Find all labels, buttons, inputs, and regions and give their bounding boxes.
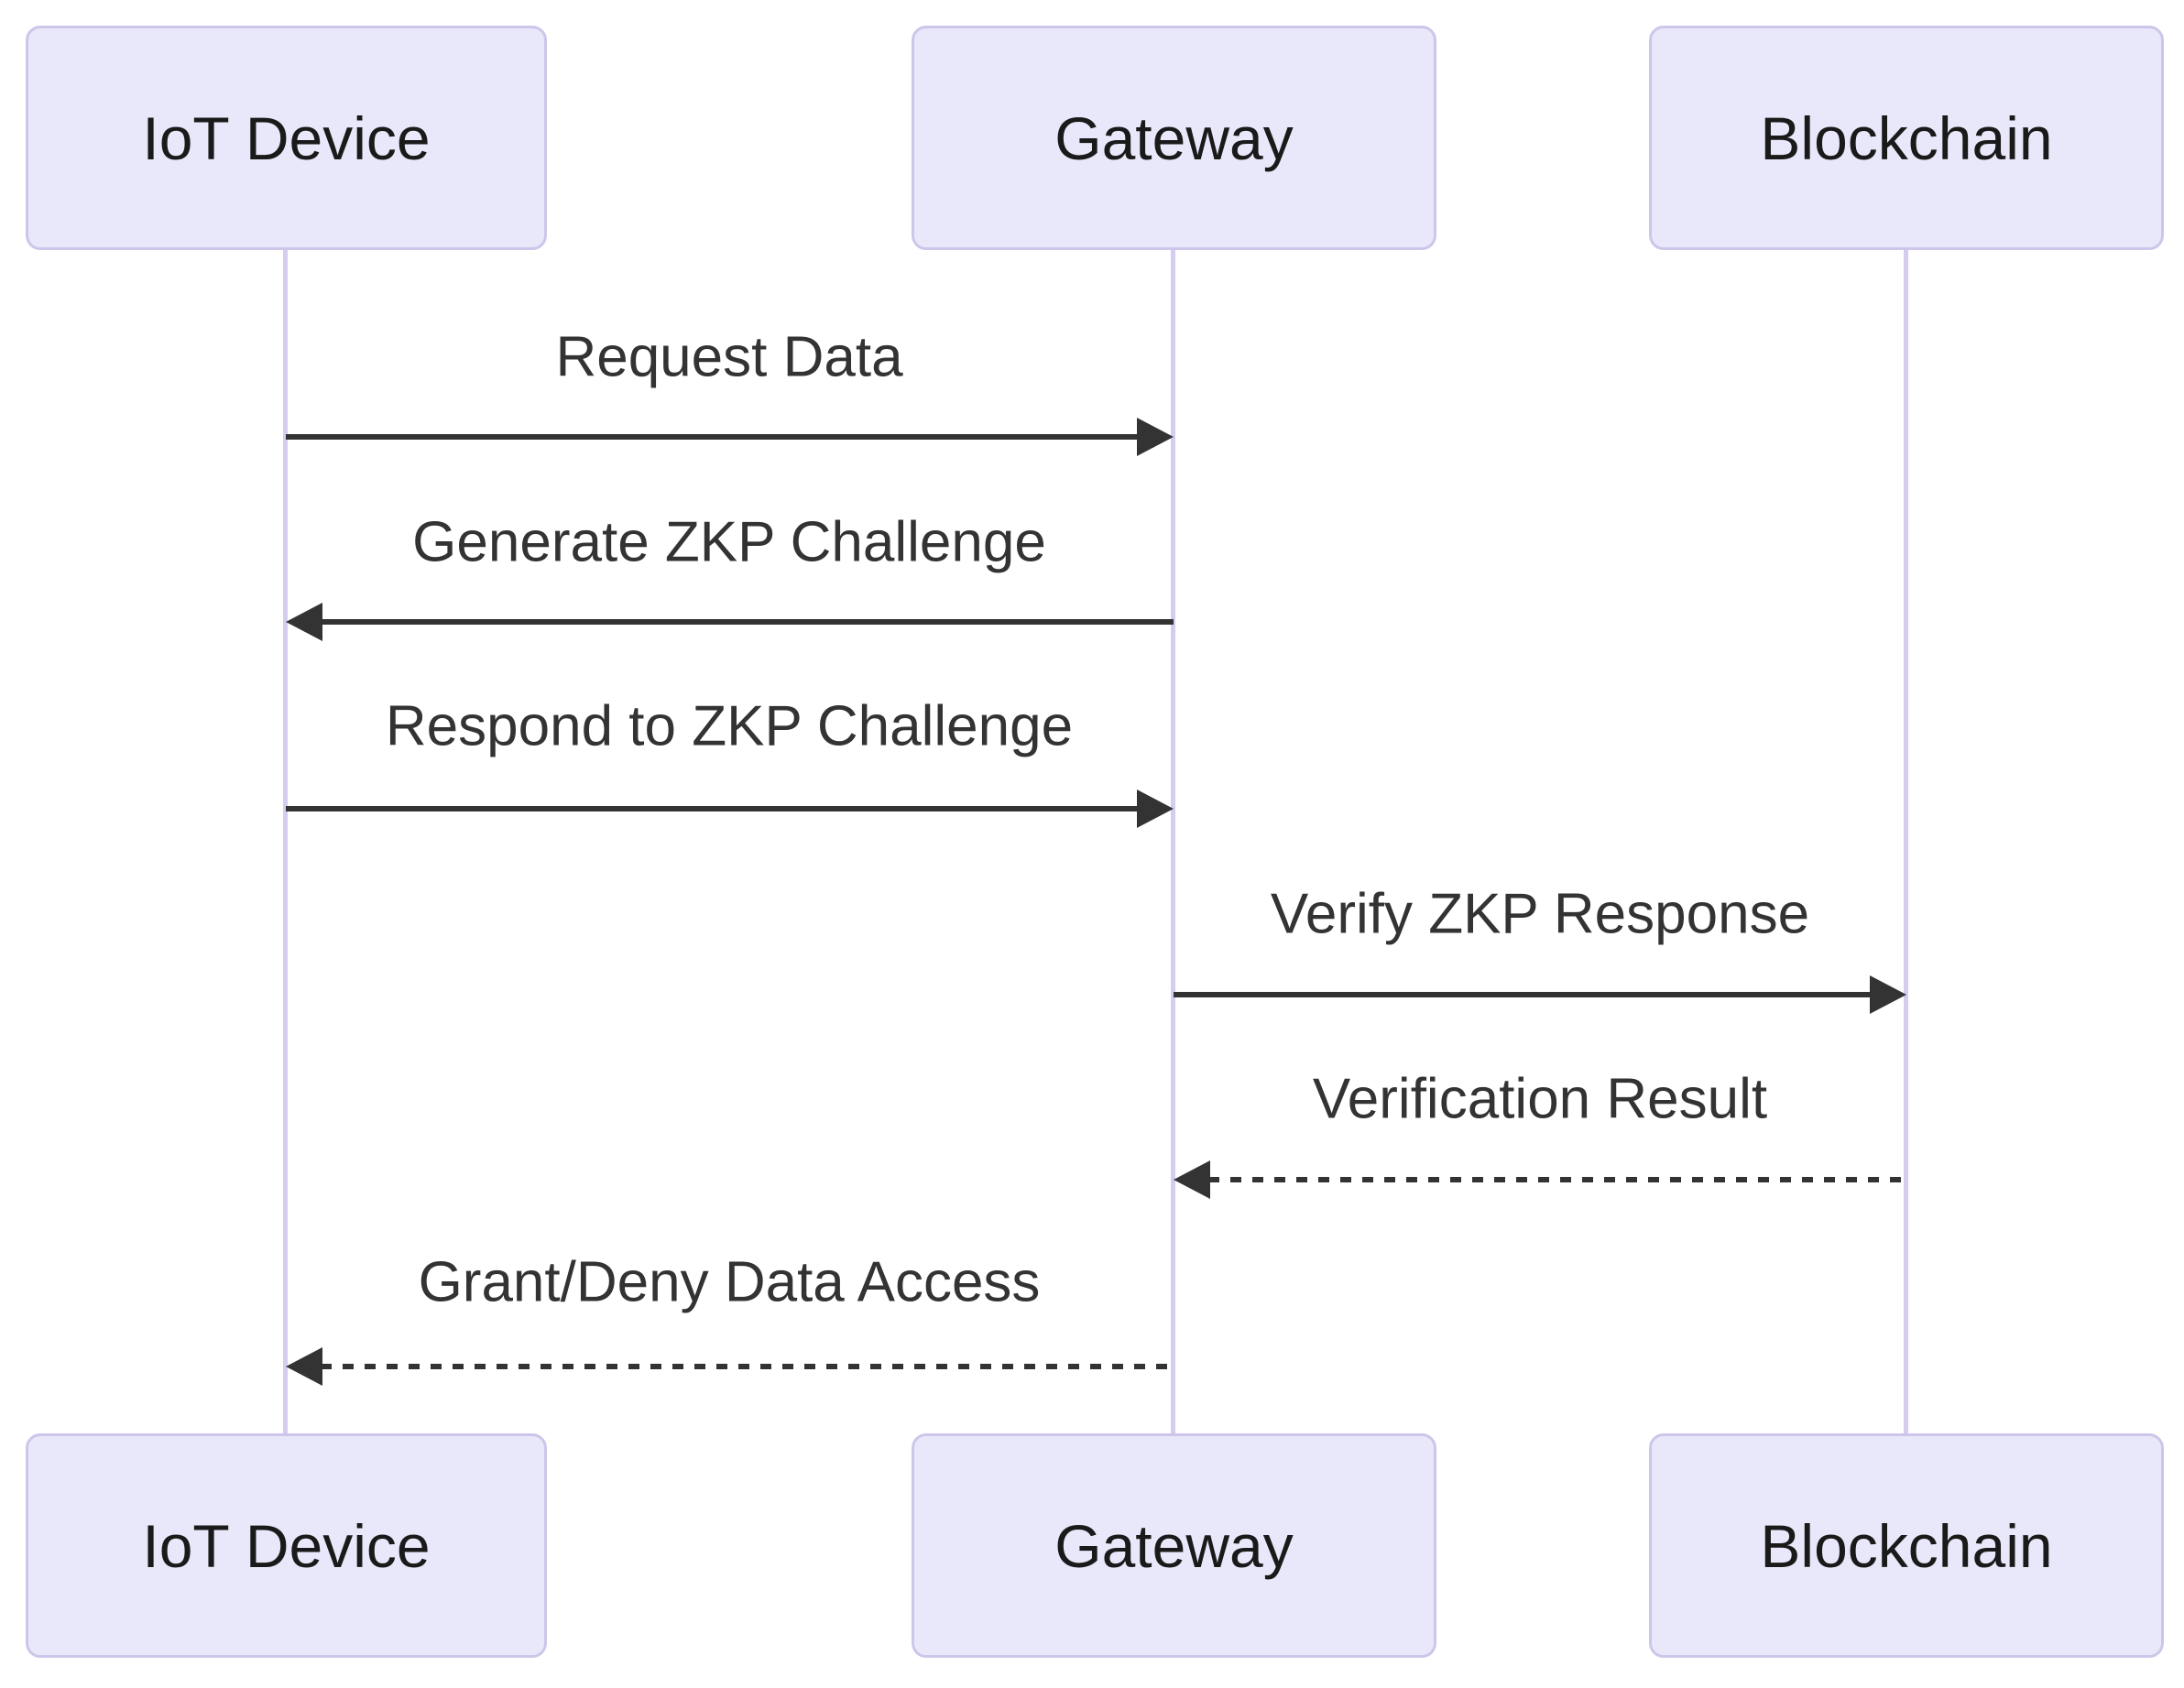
message-label-verification-result: Verification Result xyxy=(1312,1067,1768,1131)
actor-box-bottom-blockchain: Blockchain xyxy=(1649,1433,2164,1658)
arrowhead-left-icon xyxy=(286,1347,322,1386)
arrowhead-left-icon xyxy=(286,603,322,641)
arrowhead-right-icon xyxy=(1870,975,1906,1014)
lifeline-iot-device xyxy=(283,250,288,1433)
arrowhead-right-icon xyxy=(1137,790,1174,828)
message-label-grant-deny-data-access: Grant/Deny Data Access xyxy=(418,1250,1041,1314)
actor-label-blockchain: Blockchain xyxy=(1760,103,2053,172)
actor-box-top-gateway: Gateway xyxy=(912,26,1436,250)
message-line-request-data xyxy=(286,434,1141,440)
lifeline-blockchain xyxy=(1904,250,1908,1433)
message-line-verification-result xyxy=(1208,1177,1906,1182)
arrowhead-right-icon xyxy=(1137,418,1174,456)
message-label-request-data: Request Data xyxy=(555,325,903,389)
message-label-respond-to-zkp-challenge: Respond to ZKP Challenge xyxy=(385,694,1074,758)
actor-box-bottom-gateway: Gateway xyxy=(912,1433,1436,1658)
actor-label-gateway: Gateway xyxy=(1054,103,1294,172)
message-line-grant-deny-data-access xyxy=(321,1364,1174,1369)
message-label-generate-zkp-challenge: Generate ZKP Challenge xyxy=(412,510,1046,574)
arrowhead-left-icon xyxy=(1174,1160,1210,1199)
lifeline-gateway xyxy=(1171,250,1175,1433)
actor-label-gateway: Gateway xyxy=(1054,1511,1294,1580)
actor-box-top-iot-device: IoT Device xyxy=(26,26,547,250)
message-line-generate-zkp-challenge xyxy=(321,619,1174,625)
actor-label-iot-device: IoT Device xyxy=(142,1511,431,1580)
message-label-verify-zkp-response: Verify ZKP Response xyxy=(1270,882,1810,946)
actor-label-blockchain: Blockchain xyxy=(1760,1511,2053,1580)
actor-box-top-blockchain: Blockchain xyxy=(1649,26,2164,250)
actor-label-iot-device: IoT Device xyxy=(142,103,431,172)
actor-box-bottom-iot-device: IoT Device xyxy=(26,1433,547,1658)
message-line-verify-zkp-response xyxy=(1174,992,1873,997)
message-line-respond-to-zkp-challenge xyxy=(286,806,1141,811)
